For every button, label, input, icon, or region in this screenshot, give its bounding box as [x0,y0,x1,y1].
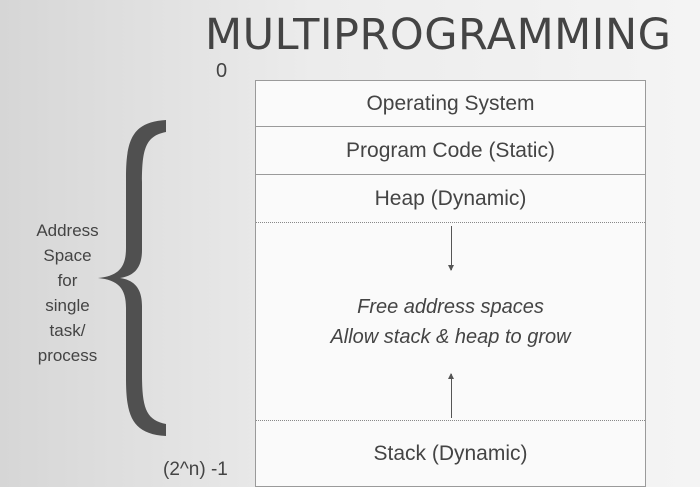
brace-label-line: process [37,346,98,365]
brace-label-line: task/ [49,321,86,340]
segment-program-code: Program Code (Static) [256,127,645,175]
address-end-label: (2^n) -1 [163,459,228,480]
brace-label-line: for [57,271,78,290]
free-space-line: Allow stack & heap to grow [330,325,571,348]
brace-label-line: single [45,296,90,315]
memory-layout: Operating System Program Code (Static) H… [255,80,646,487]
arrow-down-icon [448,226,454,271]
page-title: MULTIPROGRAMMING [205,10,672,60]
segment-label: Stack (Dynamic) [373,441,528,465]
segment-label: Program Code (Static) [346,138,555,162]
segment-free-space: Free address spaces Allow stack & heap t… [256,223,645,421]
segment-label: Heap (Dynamic) [374,186,527,210]
brace-label: Address Space for single task/ process [20,218,115,368]
segment-operating-system: Operating System [256,81,645,127]
address-start-label: 0 [216,60,228,82]
brace-label-line: Space [43,246,92,265]
segment-label: Operating System [366,91,535,115]
free-space-line: Free address spaces [357,295,544,318]
segment-heap: Heap (Dynamic) [256,175,645,223]
arrow-up-icon [448,373,454,418]
curly-brace-icon [98,120,166,436]
brace-label-line: Address [36,221,99,240]
segment-stack: Stack (Dynamic) [256,421,645,486]
